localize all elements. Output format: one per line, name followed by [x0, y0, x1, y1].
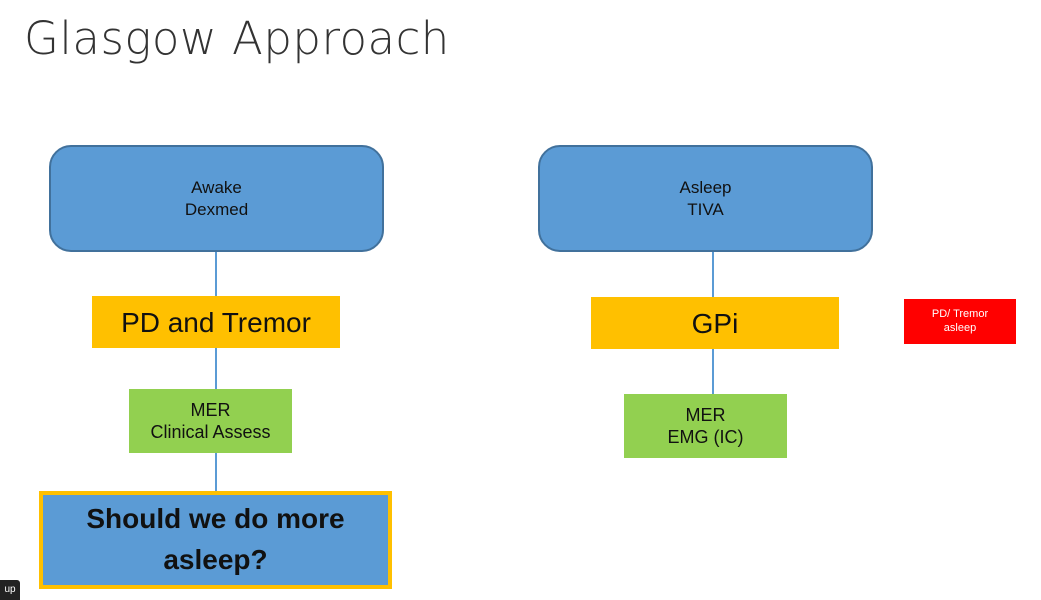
mer-label-right: MER	[685, 404, 726, 425]
emg-label: EMG (IC)	[667, 427, 744, 447]
asleep-tiva-box: Asleep TIVA	[538, 145, 873, 252]
dexmed-label: Dexmed	[184, 199, 249, 219]
pd-tremor-asleep-note: PD/ Tremor asleep	[904, 299, 1016, 344]
connector-left-3	[215, 453, 217, 491]
asleep-label: Asleep	[679, 178, 732, 198]
mer-label-left: MER	[190, 399, 231, 420]
should-we-line1: Should we do more	[86, 503, 345, 535]
pd-tremor-box: PD and Tremor	[92, 296, 340, 348]
gpi-label: GPi	[691, 307, 739, 339]
clinical-assess-label: Clinical Assess	[150, 422, 271, 442]
connector-right-1	[712, 252, 714, 297]
connector-left-2	[215, 348, 217, 389]
awake-dexmed-box: Awake Dexmed	[49, 145, 384, 252]
note-line2: asleep	[943, 321, 977, 334]
corner-tab[interactable]: up	[0, 580, 20, 600]
awake-label: Awake	[191, 178, 242, 198]
tiva-label: TIVA	[687, 199, 724, 219]
page-title: Glasgow Approach	[24, 12, 450, 65]
mer-emg-box: MER EMG (IC)	[624, 394, 787, 458]
note-line1: PD/ Tremor	[931, 307, 989, 320]
should-we-box: Should we do more asleep?	[39, 491, 392, 589]
mer-clinical-box: MER Clinical Assess	[129, 389, 292, 453]
connector-left-1	[215, 252, 217, 296]
gpi-box: GPi	[591, 297, 839, 349]
should-we-line2: asleep?	[163, 544, 268, 575]
connector-right-2	[712, 349, 714, 394]
pd-tremor-label: PD and Tremor	[121, 306, 311, 338]
